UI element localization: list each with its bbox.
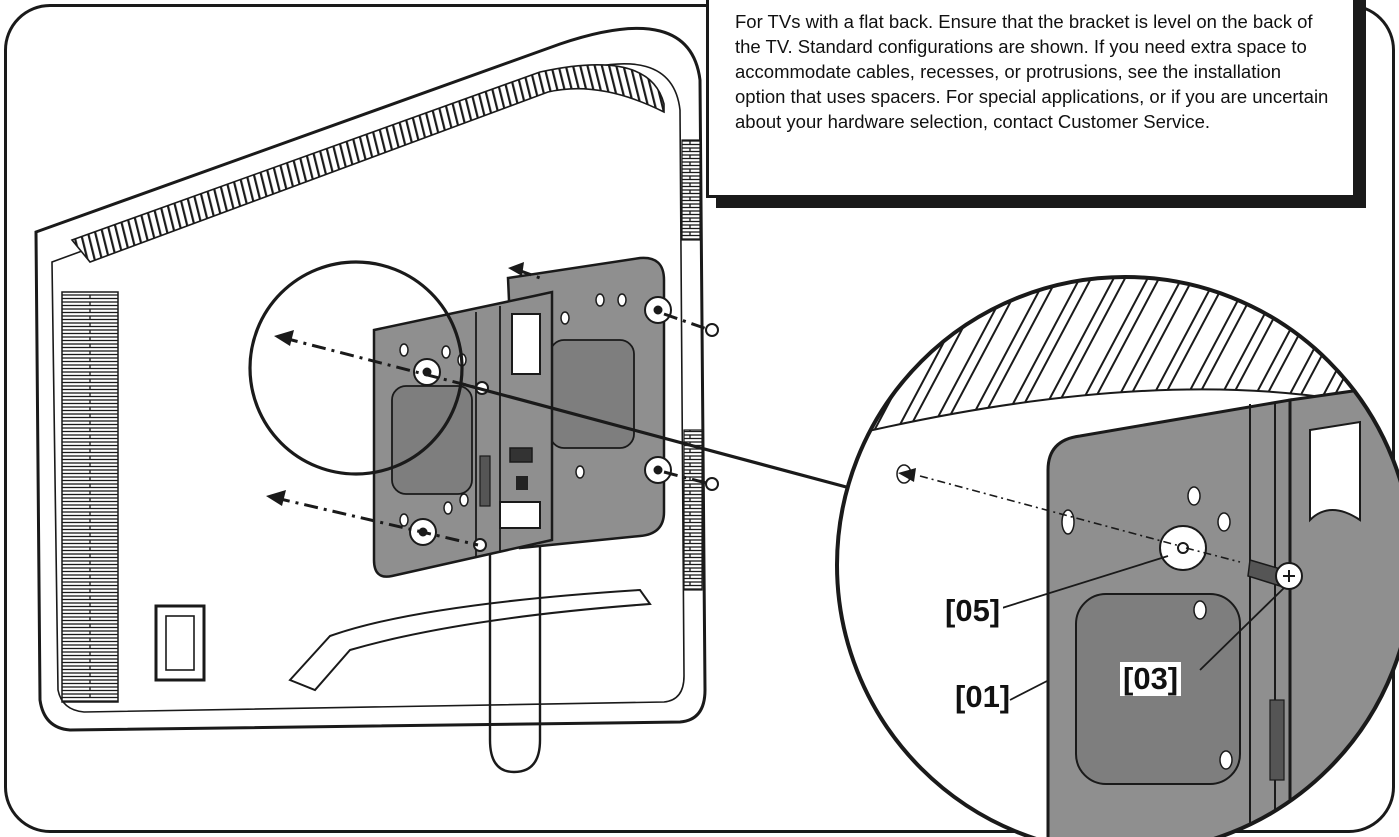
tv-back (34, 26, 707, 774)
instruction-box: For TVs with a flat back. Ensure that th… (706, 0, 1356, 198)
detail-connector-line (461, 382, 851, 490)
callout-bracket: [01] (955, 679, 1011, 714)
zoom-detail (837, 277, 1399, 837)
zoom-screw (1247, 559, 1303, 590)
detail-marker-circle (248, 260, 464, 476)
left-vent (61, 291, 119, 703)
callout-washer: [05] (942, 594, 1004, 628)
cable (488, 520, 542, 774)
instruction-text: For TVs with a flat back. Ensure that th… (735, 11, 1329, 132)
insertion-arrows (266, 262, 524, 506)
right-vent (681, 139, 701, 241)
zoom-washer (1159, 525, 1207, 571)
diagram-frame (4, 4, 1395, 833)
top-vent (70, 64, 665, 263)
zoom-circle (835, 275, 1399, 837)
callout-screw: [03] (1120, 662, 1182, 696)
